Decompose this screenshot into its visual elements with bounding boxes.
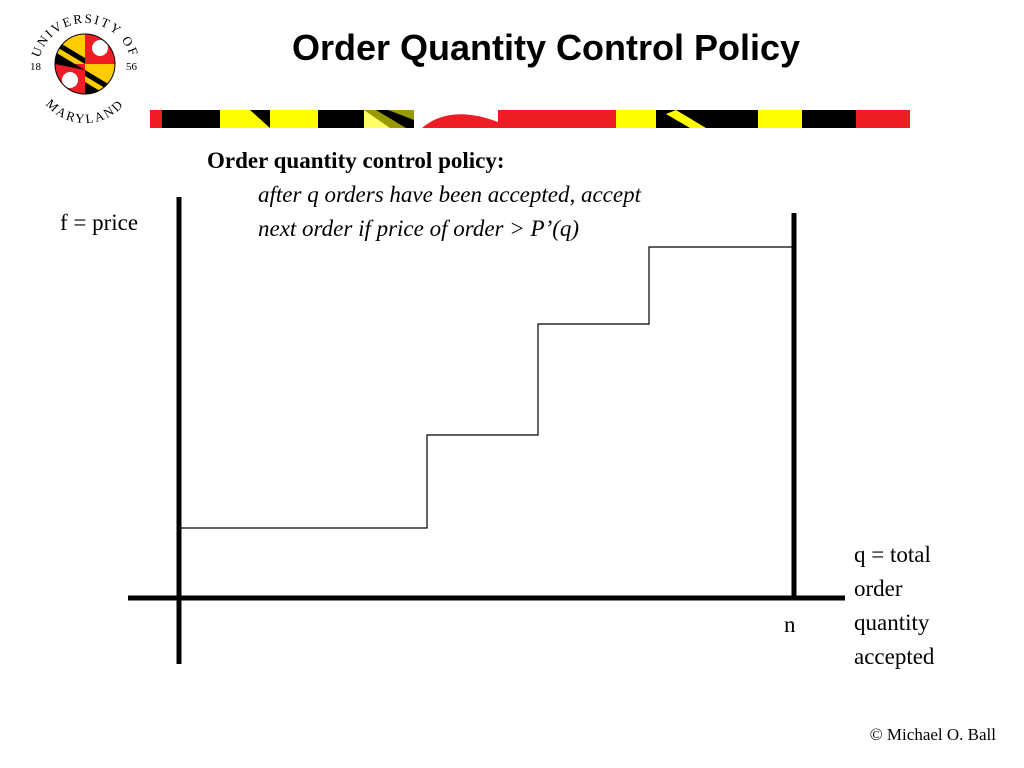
price-step-function [181, 246, 794, 529]
university-logo: UNIVERSITY OF MARYLAND 18 56 [28, 11, 140, 127]
y-axis-label: f = price [60, 210, 139, 235]
policy-heading: Order quantity control policy: [207, 148, 505, 173]
n-marker-label: n [784, 612, 796, 637]
slide-title: Order Quantity Control Policy [292, 27, 801, 68]
logo-year-left: 18 [30, 61, 42, 73]
maryland-banner [150, 110, 910, 128]
copyright-notice: © Michael O. Ball [869, 725, 996, 744]
x-axis-label-line: order [854, 576, 903, 601]
policy-line-1: after q orders have been accepted, accep… [258, 182, 641, 207]
logo-text-bottom: MARYLAND [43, 96, 127, 127]
x-axis-label: q = total order quantity accepted [854, 538, 994, 674]
x-axis-label-line: q = total [854, 542, 931, 567]
logo-year-right: 56 [126, 61, 138, 73]
x-axis-label-line: quantity [854, 610, 930, 635]
x-axis-label-line: accepted [854, 644, 935, 669]
logo-shield [55, 34, 115, 94]
policy-line-2: next order if price of order > P’(q) [258, 216, 580, 241]
